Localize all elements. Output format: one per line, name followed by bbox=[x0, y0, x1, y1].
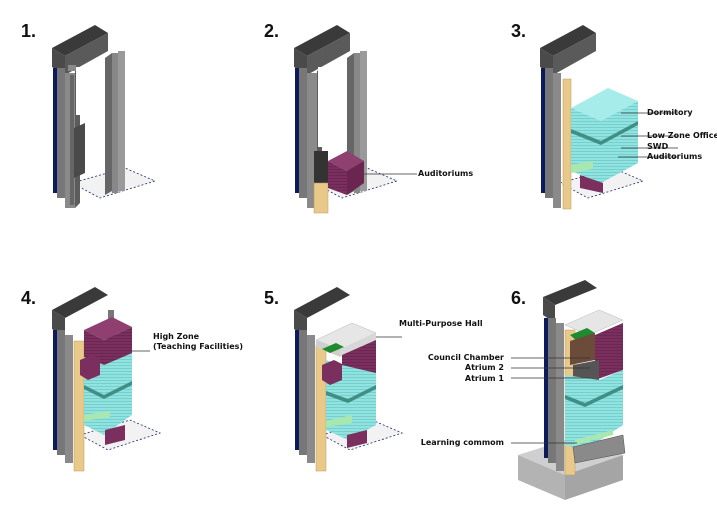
step-number-5: 5. bbox=[264, 288, 280, 308]
label-high-zone: High Zone (Teaching Facilities) bbox=[153, 332, 243, 352]
step-4-model bbox=[52, 287, 162, 472]
learning-commons bbox=[572, 434, 626, 464]
label-learning-commom: Learning commom bbox=[420, 438, 504, 447]
step-number-2: 2. bbox=[264, 21, 280, 41]
label-high-zone-line2: (Teaching Facilities) bbox=[153, 342, 244, 351]
step-number-4: 4. bbox=[21, 288, 37, 308]
label-atrium-2: Atrium 2 bbox=[464, 363, 504, 372]
core-structure bbox=[52, 25, 125, 208]
step-2-model bbox=[294, 25, 417, 214]
label-atrium-1: Atrium 1 bbox=[464, 374, 504, 383]
step-number-1: 1. bbox=[21, 21, 37, 41]
label-dormitory: Dormitory bbox=[647, 108, 693, 117]
cyan-stack bbox=[571, 88, 638, 183]
label-auditoriums-step2: Auditoriums bbox=[418, 169, 474, 178]
auditoriums-block bbox=[328, 151, 364, 195]
label-council-chamber: Council Chamber bbox=[427, 353, 504, 362]
label-low-zone-offices: Low Zone Offices bbox=[647, 131, 717, 140]
step-3-model bbox=[540, 25, 678, 210]
step-5-model bbox=[294, 287, 404, 472]
step-1-model bbox=[52, 25, 157, 208]
label-multi-purpose-hall: Multi-Purpose Hall bbox=[399, 319, 483, 328]
step-6-model bbox=[511, 280, 626, 500]
council-green bbox=[322, 343, 344, 353]
step-number-6: 6. bbox=[511, 288, 527, 308]
label-auditoriums-step3: Auditoriums bbox=[647, 152, 703, 161]
label-high-zone-line1: High Zone bbox=[153, 332, 200, 341]
step-number-3: 3. bbox=[511, 21, 527, 41]
label-swd: SWD bbox=[647, 142, 669, 151]
